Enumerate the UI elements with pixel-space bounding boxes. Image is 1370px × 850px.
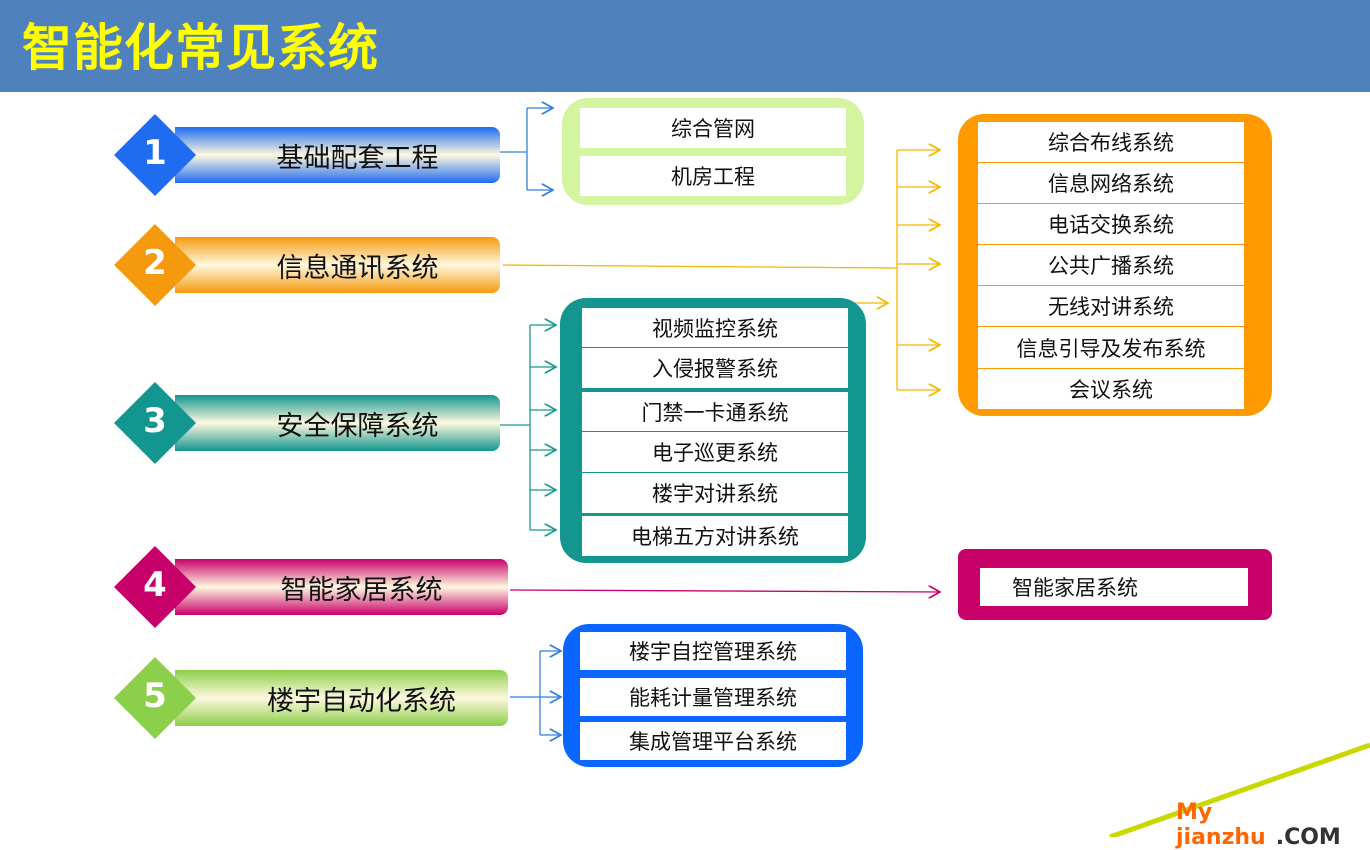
category-5: 楼宇自动化系统 (175, 670, 508, 726)
category-number: 1 (143, 133, 167, 173)
page-title: 智能化常见系统 (22, 19, 379, 77)
system-item: 电话交换系统 (978, 204, 1244, 244)
system-item: 信息引导及发布系统 (978, 327, 1244, 368)
system-item: 智能家居系统 (980, 568, 1248, 606)
system-item: 电子巡更系统 (582, 432, 848, 472)
system-item: 能耗计量管理系统 (580, 678, 846, 716)
connector-1 (500, 108, 553, 190)
system-item: 无线对讲系统 (978, 286, 1244, 326)
category-label: 楼宇自动化系统 (267, 685, 456, 717)
system-item: 机房工程 (580, 156, 846, 196)
category-number: 5 (143, 676, 167, 716)
system-item: 公共广播系统 (978, 245, 1244, 285)
connector-5 (510, 651, 561, 735)
category-number: 2 (143, 243, 167, 283)
watermark: My jianzhu .COM (1176, 800, 1370, 850)
category-number: 3 (143, 401, 167, 441)
category-label: 基础配套工程 (276, 142, 439, 174)
category-4: 智能家居系统 (175, 559, 508, 615)
decorative-swoosh (1109, 742, 1370, 837)
connector-3 (500, 325, 556, 530)
system-item: 综合布线系统 (978, 122, 1244, 162)
title-banner: 智能化常见系统 (0, 0, 1370, 92)
category-2: 信息通讯系统 (175, 237, 500, 293)
category-3: 安全保障系统 (175, 395, 500, 451)
system-item: 视频监控系统 (582, 308, 848, 347)
connector-4 (509, 590, 940, 592)
category-label: 智能家居系统 (280, 574, 443, 606)
watermark-suffix: .COM (1275, 825, 1341, 850)
category-number: 4 (143, 565, 167, 605)
category-label: 安全保障系统 (276, 410, 439, 442)
watermark-brand: My jianzhu (1176, 800, 1266, 850)
system-item: 入侵报警系统 (582, 348, 848, 388)
system-item: 信息网络系统 (978, 163, 1244, 203)
system-item: 集成管理平台系统 (580, 722, 846, 760)
system-item: 楼宇自控管理系统 (580, 632, 846, 670)
category-1: 基础配套工程 (175, 127, 500, 183)
system-item: 会议系统 (978, 369, 1244, 409)
system-item: 电梯五方对讲系统 (582, 516, 848, 556)
system-item: 楼宇对讲系统 (582, 473, 848, 513)
system-item: 综合管网 (580, 108, 846, 148)
category-label: 信息通讯系统 (276, 252, 439, 284)
system-item: 门禁一卡通系统 (582, 392, 848, 431)
connector-2 (502, 150, 940, 390)
